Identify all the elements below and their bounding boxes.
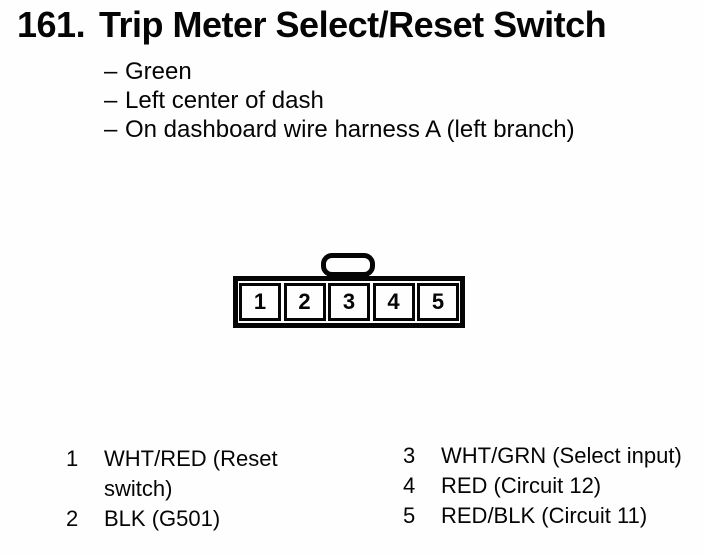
pin-cell-1: 1 <box>239 283 281 321</box>
legend-item: 5 RED/BLK (Circuit 11) <box>403 501 704 531</box>
legend-item: 4 RED (Circuit 12) <box>403 471 704 501</box>
legend-pin-number: 4 <box>403 473 416 498</box>
legend-pin-label: BLK (G501) <box>104 506 221 531</box>
pin-cell-5: 5 <box>417 283 459 321</box>
legend-item: 2 BLK (G501) <box>66 504 366 534</box>
detail-item-color: – Green <box>104 57 575 86</box>
legend-pin-label: RED (Circuit 12) <box>441 473 602 498</box>
section-title: Trip Meter Select/Reset Switch <box>99 4 607 45</box>
legend-pin-label: WHT/GRN (Select input) <box>441 443 682 468</box>
legend-column-right: 3 WHT/GRN (Select input) 4 RED (Circuit … <box>403 441 704 531</box>
detail-text: Green <box>125 58 192 85</box>
pin-cell-3: 3 <box>328 283 370 321</box>
legend-pin-label: RED/BLK (Circuit 11) <box>441 503 648 528</box>
connector-diagram: 1 2 3 4 5 <box>233 253 465 329</box>
detail-list: – Green – Left center of dash – On dashb… <box>104 57 575 144</box>
section-number: 161. <box>17 4 86 45</box>
dash-bullet: – <box>104 58 118 85</box>
dash-bullet: – <box>104 116 118 143</box>
legend-column-left: 1 WHT/RED (Reset switch) 2 BLK (G501) <box>66 444 366 534</box>
legend-pin-number: 2 <box>66 506 79 531</box>
legend-pin-label: WHT/RED (Reset switch) <box>104 446 278 501</box>
detail-item-location: – Left center of dash <box>104 86 575 115</box>
detail-text: On dashboard wire harness A (left branch… <box>125 116 575 143</box>
pin-cell-4: 4 <box>372 283 415 321</box>
legend-pin-number: 5 <box>403 503 416 528</box>
connector-lock-tab-icon <box>321 253 375 277</box>
pin-cell-2: 2 <box>283 283 326 321</box>
legend-item: 1 WHT/RED (Reset switch) <box>66 444 366 504</box>
legend-pin-number: 1 <box>66 446 79 471</box>
legend-item: 3 WHT/GRN (Select input) <box>403 441 704 471</box>
detail-item-harness: – On dashboard wire harness A (left bran… <box>104 115 575 144</box>
page-title: 161. Trip Meter Select/Reset Switch <box>17 4 607 45</box>
detail-text: Left center of dash <box>125 87 324 114</box>
dash-bullet: – <box>104 87 118 114</box>
legend-pin-number: 3 <box>403 443 416 468</box>
connector-shell: 1 2 3 4 5 <box>233 276 465 328</box>
